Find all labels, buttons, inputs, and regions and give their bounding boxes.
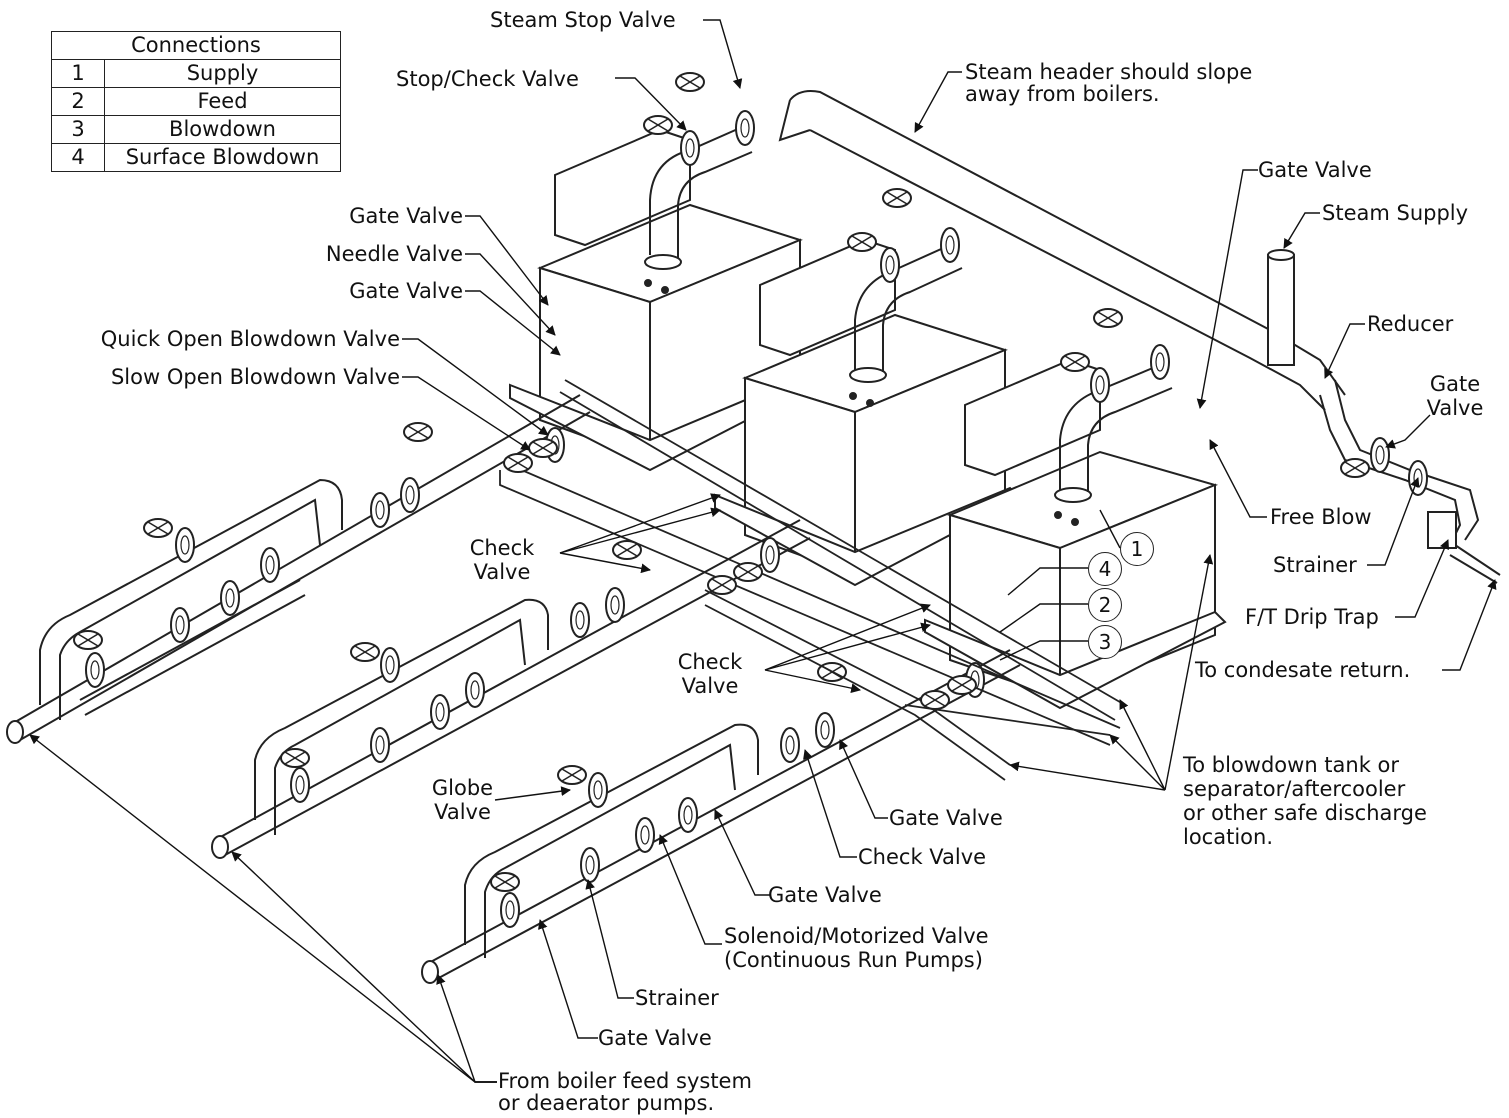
callout-feed: 2 xyxy=(1088,588,1122,622)
table-row: 1 Supply xyxy=(51,59,341,88)
callout-surface-blowdown: 4 xyxy=(1088,552,1122,586)
label-strainer-right: Strainer xyxy=(1273,553,1357,577)
table-row: 4 Surface Blowdown xyxy=(51,143,341,172)
connection-number: 4 xyxy=(51,143,105,172)
callout-supply: 1 xyxy=(1120,532,1154,566)
connections-table-title: Connections xyxy=(51,31,341,60)
connection-number: 1 xyxy=(51,59,105,88)
label-free-blow: Free Blow xyxy=(1270,505,1372,529)
label-gate-valve-bottom-1: Gate Valve xyxy=(889,806,1003,830)
label-ft-drip-trap: F/T Drip Trap xyxy=(1245,605,1379,629)
label-gate-valve-steam: Gate Valve xyxy=(1258,158,1372,182)
table-row: 3 Blowdown xyxy=(51,115,341,144)
label-quick-open-blowdown-valve: Quick Open Blowdown Valve xyxy=(100,327,400,351)
connection-description: Blowdown xyxy=(104,115,341,144)
ft-drip-trap-icon xyxy=(1427,511,1457,549)
label-reducer: Reducer xyxy=(1367,312,1454,336)
label-steam-supply: Steam Supply xyxy=(1322,201,1469,225)
connection-description: Supply xyxy=(104,59,341,88)
label-check-valve-bottom: Check Valve xyxy=(858,845,987,869)
label-gate-valve-2: Gate Valve xyxy=(349,279,463,303)
table-row: 2 Feed xyxy=(51,87,341,116)
label-steam-stop-valve: Steam Stop Valve xyxy=(490,8,676,32)
steam-header xyxy=(778,90,1501,584)
connection-number: 2 xyxy=(51,87,105,116)
connection-description: Feed xyxy=(104,87,341,116)
connection-description: Surface Blowdown xyxy=(104,143,341,172)
boiler-3 xyxy=(924,358,1227,710)
label-needle-valve: Needle Valve xyxy=(325,242,463,266)
label-to-condensate-return: To condesate return. xyxy=(1195,658,1411,682)
label-stop-check-valve: Stop/Check Valve xyxy=(396,67,579,91)
label-solenoid-valve: Solenoid/Motorized Valve(Continuous Run … xyxy=(724,924,989,972)
connections-table: Connections 1 Supply 2 Feed 3 Blowdown 4… xyxy=(51,31,341,172)
callout-blowdown: 3 xyxy=(1088,625,1122,659)
feed-train-1 xyxy=(6,394,591,744)
label-strainer-bottom: Strainer xyxy=(635,986,719,1010)
connection-number: 3 xyxy=(51,115,105,144)
label-gate-valve-bottom-3: Gate Valve xyxy=(598,1026,712,1050)
blowdown-pipes xyxy=(499,379,1126,781)
label-slow-open-blowdown-valve: Slow Open Blowdown Valve xyxy=(110,365,400,389)
leader-lines xyxy=(29,19,1497,1083)
label-gate-valve-bottom-2: Gate Valve xyxy=(768,883,882,907)
label-gate-valve-1: Gate Valve xyxy=(349,204,463,228)
